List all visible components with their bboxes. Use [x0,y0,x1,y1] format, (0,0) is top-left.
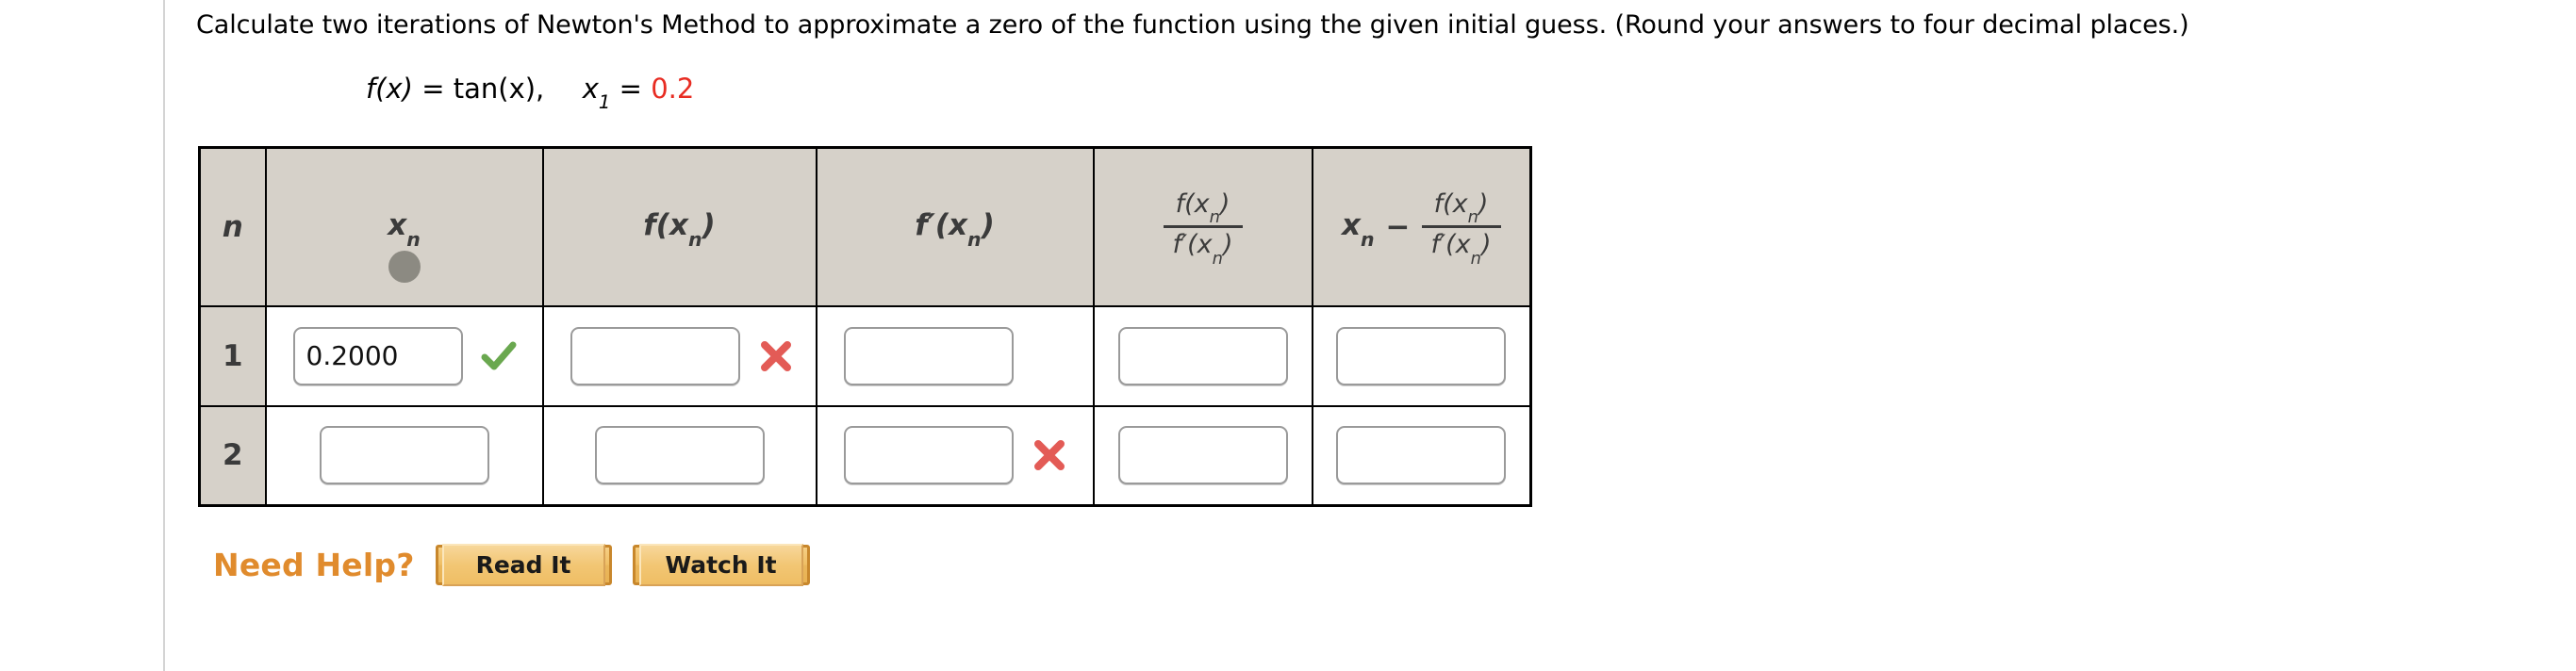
input-row1-newton-update[interactable] [1336,326,1507,385]
cell-row1-xn [264,304,544,407]
newton-minus-sign: − [1385,209,1411,244]
table-row: 1 [198,304,1532,407]
quotient-denominator-close: ) [1222,230,1233,260]
newton-denominator-close: ) [1480,230,1492,260]
check-icon [480,337,518,375]
cell-row2-quotient [1092,404,1313,507]
header-fxn-base: f(x [643,207,688,242]
cell-row2-newton-update [1311,404,1532,507]
header-quotient: f(xn) f′(xn) [1092,146,1313,307]
quotient-denominator: f′(xn) [1163,225,1243,268]
input-row2-fxn[interactable] [594,426,765,485]
initial-guess-value: 0.2 [651,73,695,105]
cell-row1-fprime-xn [815,304,1095,407]
function-expression: tan(x), [453,73,545,105]
row-index-1: 1 [198,304,267,407]
need-help-section: Need Help? Read It Watch It [213,544,810,586]
question-prompt: Calculate two iterations of Newton's Met… [196,10,2189,40]
cross-icon [757,337,795,375]
quotient-numerator: f(xn) [1164,188,1243,228]
table-body: 1 [198,304,1532,507]
newton-update-expression: xn − f(xn) f′(xn) [1341,188,1501,268]
input-row1-fxn[interactable] [570,326,740,385]
table-header-row: n xn f(xn) f′(xn) f(xn) f′(xn) [198,146,1532,307]
newton-denominator-base: f′(x [1430,230,1471,260]
read-it-button-label: Read It [441,544,605,586]
newton-lead-subscript: n [1360,227,1375,251]
quotient-denominator-base: f′(x [1172,230,1213,260]
watch-it-button[interactable]: Watch It [632,544,810,586]
table-row: 2 [198,404,1532,507]
input-row2-newton-update[interactable] [1336,426,1507,485]
cell-row2-fxn [541,404,817,507]
cell-row2-xn [264,404,544,507]
header-fprime-xn-base: f′(x [915,207,968,242]
newton-lead-base: x [1341,207,1361,242]
cross-icon [1031,436,1068,474]
content-column-divider [163,0,165,671]
newton-numerator-base: f(x [1433,188,1468,219]
header-xn: xn [264,146,544,307]
newton-numerator: f(xn) [1422,188,1501,228]
cell-row1-newton-update [1311,304,1532,407]
header-n: n [198,146,267,307]
quotient-numerator-subscript: n [1209,207,1220,228]
header-fxn-subscript: n [687,227,702,251]
header-xn-subscript: n [406,227,421,251]
newton-numerator-subscript: n [1467,207,1478,228]
input-row2-fprime-xn[interactable] [843,426,1014,485]
mouse-cursor-dot [388,251,421,283]
quotient-numerator-base: f(x [1175,188,1210,219]
header-newton-update: xn − f(xn) f′(xn) [1311,146,1532,307]
newton-lead-term: xn [1341,207,1375,251]
problem-equation: f(x) = tan(x), x1 = 0.2 [366,73,694,115]
read-it-button[interactable]: Read It [435,544,612,586]
equals-sign-2: = [619,73,642,105]
input-row1-xn[interactable] [292,326,463,385]
initial-variable: x [582,73,599,105]
input-row1-fprime-xn[interactable] [843,326,1014,385]
watch-it-button-label: Watch It [638,544,803,586]
equals-sign-1: = [421,73,445,105]
newton-numerator-close: ) [1478,188,1489,219]
header-fxn: f(xn) [541,146,817,307]
newton-fraction: f(xn) f′(xn) [1421,188,1501,268]
input-row2-quotient[interactable] [1117,426,1288,485]
function-label: f(x) [366,73,413,105]
quotient-denominator-subscript: n [1212,248,1223,269]
input-row1-quotient[interactable] [1117,326,1288,385]
newton-denominator-subscript: n [1470,248,1481,269]
row-index-2: 2 [198,404,267,507]
newtons-method-table: n xn f(xn) f′(xn) f(xn) f′(xn) [198,146,1532,507]
quotient-numerator-close: ) [1219,188,1230,219]
header-fprime-xn-close: ) [981,207,995,242]
initial-variable-subscript: 1 [598,90,611,113]
header-n-label: n [222,209,243,244]
cell-row2-fprime-xn [815,404,1095,507]
cell-row1-fxn [541,304,817,407]
need-help-label: Need Help? [213,547,415,583]
input-row2-xn[interactable] [319,426,489,485]
header-fprime-xn: f′(xn) [815,146,1095,307]
header-xn-base: x [388,207,407,242]
header-fxn-close: ) [702,207,716,242]
quotient-fraction: f(xn) f′(xn) [1163,188,1243,268]
newton-denominator: f′(xn) [1421,225,1501,268]
header-fprime-xn-subscript: n [967,227,982,251]
cell-row1-quotient [1092,304,1313,407]
